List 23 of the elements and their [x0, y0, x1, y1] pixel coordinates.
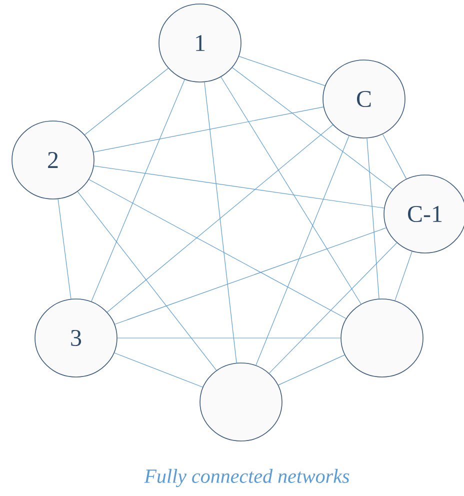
connector-line [268, 242, 398, 374]
connector-line [58, 198, 72, 300]
empty-circle [340, 298, 424, 378]
connector-line [220, 76, 362, 304]
connector-line [114, 227, 387, 325]
connector-line [88, 179, 346, 319]
connector-line [77, 191, 217, 371]
empty-circle [200, 362, 282, 442]
connector-line [114, 352, 203, 388]
connector-line [84, 68, 169, 136]
connector-line [232, 67, 393, 190]
caption: Fully connected networks [144, 468, 350, 488]
connector-line [93, 106, 324, 152]
connector-line [366, 138, 380, 299]
connector-line [278, 354, 345, 386]
connector-line [394, 251, 412, 301]
connector-line [238, 56, 326, 86]
connector-line [256, 135, 350, 366]
connector-line [382, 134, 407, 180]
connector-line [106, 124, 334, 312]
connector-line [204, 82, 237, 364]
connector-line [94, 166, 384, 208]
connector-line [91, 79, 185, 302]
